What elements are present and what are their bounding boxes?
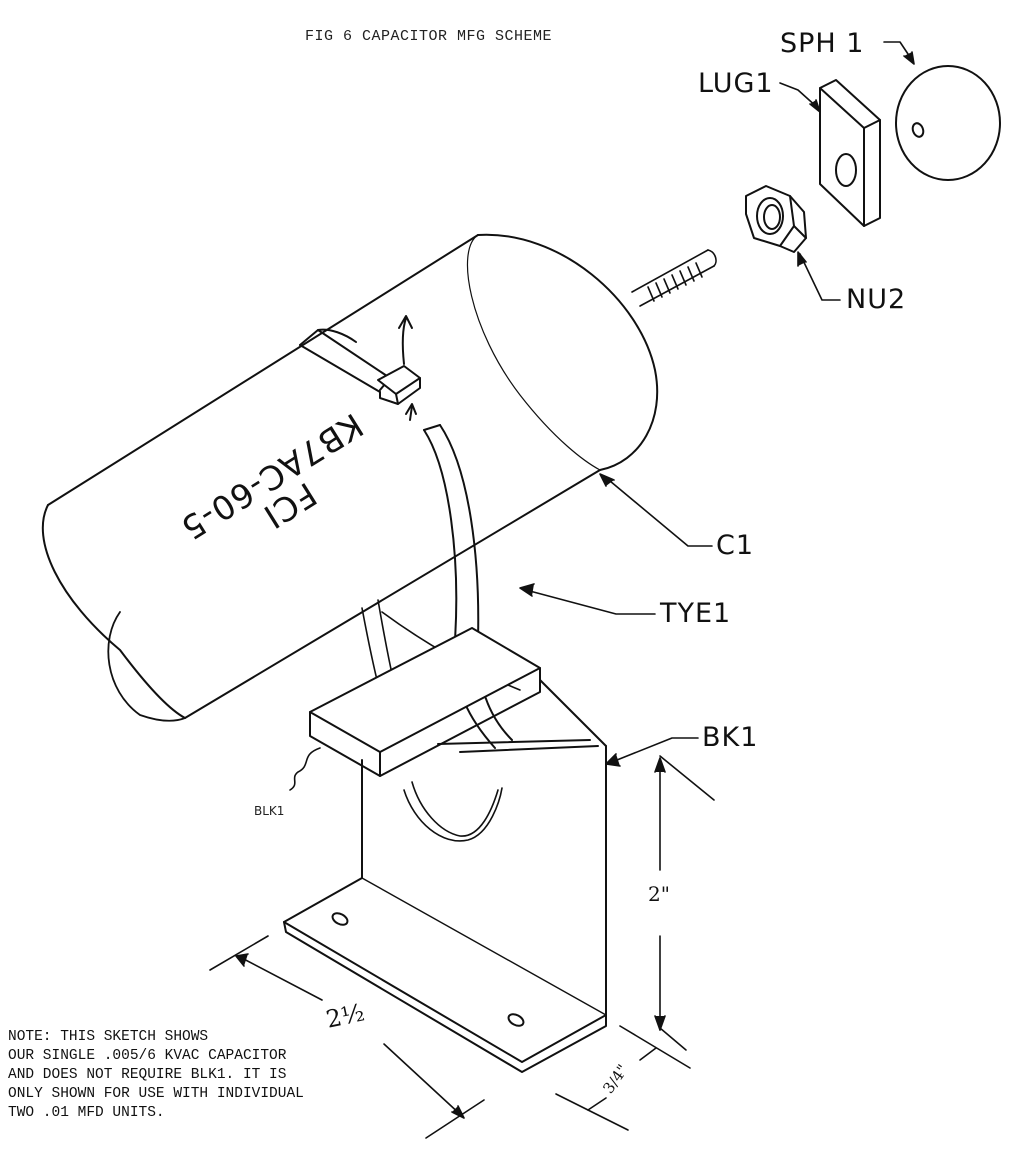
figure-title: FIG 6 CAPACITOR MFG SCHEME: [305, 28, 553, 45]
note-line: AND DOES NOT REQUIRE BLK1. IT IS: [8, 1067, 287, 1083]
capacitor-body: [43, 235, 657, 721]
label-tye1: TYE1: [660, 598, 732, 629]
label-c1: C1: [716, 530, 755, 561]
sphere-sph1: [896, 66, 1000, 180]
dimension-lines: [210, 756, 714, 1138]
tie-strap: [300, 316, 420, 420]
note-line: OUR SINGLE .005/6 KVAC CAPACITOR: [8, 1048, 287, 1064]
note-line: NOTE: THIS SKETCH SHOWS: [8, 1029, 209, 1045]
block-blk1: [310, 628, 540, 776]
dimension-height: 2": [648, 882, 670, 906]
label-blk1: BLK1: [254, 804, 285, 818]
strap-tail: [424, 425, 512, 748]
note-line: ONLY SHOWN FOR USE WITH INDIVIDUAL: [8, 1086, 304, 1102]
note-line: TWO .01 MFD UNITS.: [8, 1105, 165, 1121]
bracket-bk1: [284, 680, 606, 1072]
label-nu2: NU2: [846, 284, 907, 315]
label-bk1: BK1: [702, 722, 759, 753]
label-sph1: SPH 1: [780, 28, 865, 59]
lug-lug1: [820, 80, 880, 226]
label-lug1: LUG1: [698, 68, 774, 99]
threaded-stud: [632, 250, 716, 306]
nut-nu2: [746, 186, 806, 252]
sketch-note: NOTE: THIS SKETCH SHOWS OUR SINGLE .005/…: [8, 1028, 304, 1123]
leader-lines: [290, 42, 914, 790]
